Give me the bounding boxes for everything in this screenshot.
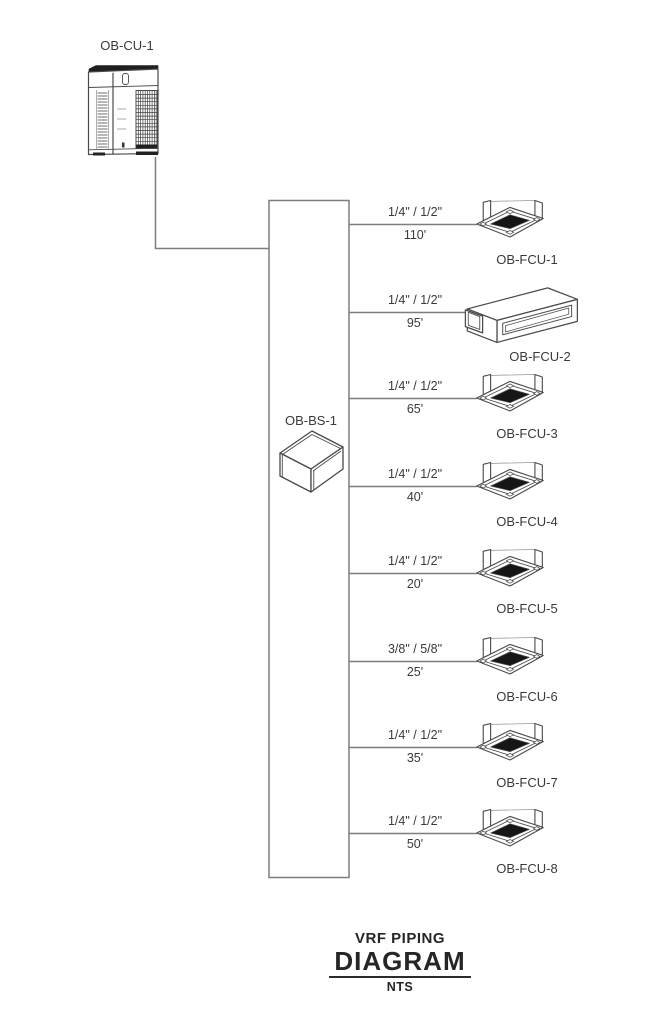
ceiling-cassette-fcu-icon <box>474 547 546 588</box>
fcu-label: OB-FCU-6 <box>496 689 558 704</box>
diagram-title-line1: VRF PIPING <box>354 930 445 947</box>
fcu-label: OB-FCU-3 <box>496 426 558 441</box>
title-block: VRF PIPING DIAGRAM NTS <box>300 930 500 994</box>
pipe-length-label: 40' <box>406 490 424 504</box>
branch-row: 1/4" / 1/2" 40' OB-FCU-4 <box>0 446 668 532</box>
branch-row: 1/4" / 1/2" 20' OB-FCU-5 <box>0 533 668 619</box>
ceiling-cassette-fcu-icon <box>474 198 546 239</box>
pipe-length-label: 65' <box>406 402 424 416</box>
branch-row: 1/4" / 1/2" 50' OB-FCU-8 <box>0 793 668 879</box>
pipe-size-label: 3/8" / 5/8" <box>387 642 443 656</box>
branch-row: 1/4" / 1/2" 65' OB-FCU-3 <box>0 358 668 444</box>
branch-selector-label: OB-BS-1 <box>284 413 337 428</box>
branch-row: 1/4" / 1/2" 35' OB-FCU-7 <box>0 707 668 793</box>
pipe-size-label: 1/4" / 1/2" <box>387 293 443 307</box>
branch-selector-enclosure <box>268 199 350 879</box>
diagram-title-line2: DIAGRAM <box>329 947 471 979</box>
branch-row: 1/4" / 1/2" 110' OB-FCU-1 <box>0 184 668 270</box>
ceiling-cassette-fcu-icon <box>474 635 546 676</box>
pipe-size-label: 1/4" / 1/2" <box>387 379 443 393</box>
fcu-label: OB-FCU-4 <box>496 514 558 529</box>
pipe-length-label: 50' <box>406 837 424 851</box>
pipe-size-label: 1/4" / 1/2" <box>387 205 443 219</box>
pipe-size-label: 1/4" / 1/2" <box>387 467 443 481</box>
branch-row: 1/4" / 1/2" 95' OB-FCU-2 <box>0 272 668 364</box>
ceiling-cassette-fcu-icon <box>474 807 546 848</box>
fcu-label: OB-FCU-1 <box>496 252 558 267</box>
fcu-label: OB-FCU-2 <box>509 349 571 364</box>
pipe-length-label: 35' <box>406 751 424 765</box>
pipe-size-label: 1/4" / 1/2" <box>387 554 443 568</box>
pipe-length-label: 20' <box>406 577 424 591</box>
fcu-label: OB-FCU-8 <box>496 861 558 876</box>
fcu-label: OB-FCU-5 <box>496 601 558 616</box>
branch-row: 3/8" / 5/8" 25' OB-FCU-6 <box>0 621 668 707</box>
pipe-size-label: 1/4" / 1/2" <box>387 728 443 742</box>
ducted-fcu-icon <box>464 287 579 344</box>
ceiling-cassette-fcu-icon <box>474 372 546 413</box>
pipe-length-label: 25' <box>406 665 424 679</box>
ceiling-cassette-fcu-icon <box>474 460 546 501</box>
branch-selector-box-icon <box>279 430 344 493</box>
pipe-length-label: 95' <box>406 316 424 330</box>
pipe-length-label: 110' <box>403 228 427 242</box>
vrf-outdoor-unit-icon <box>87 65 159 156</box>
pipe-size-label: 1/4" / 1/2" <box>387 814 443 828</box>
diagram-scale: NTS <box>386 980 414 995</box>
ceiling-cassette-fcu-icon <box>474 721 546 762</box>
condensing-unit-label: OB-CU-1 <box>100 38 154 53</box>
fcu-label: OB-FCU-7 <box>496 775 558 790</box>
